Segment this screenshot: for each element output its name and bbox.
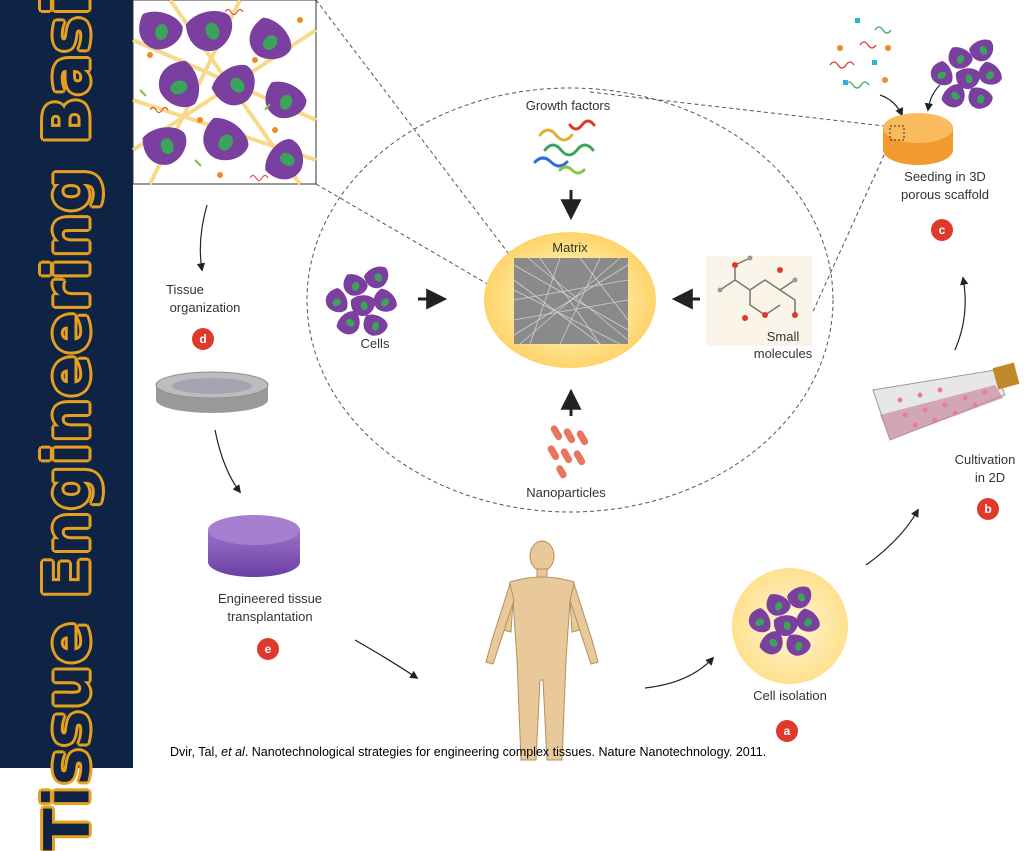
cells-input: Cells [322, 262, 448, 351]
step-b-label-2: in 2D [975, 470, 1005, 485]
growth-factor-icons [829, 18, 892, 89]
step-c-label-2: porous scaffold [901, 187, 989, 202]
petri-dish [155, 371, 269, 413]
cells-label: Cells [361, 336, 390, 351]
step-e-label-2: transplantation [227, 609, 312, 624]
nanoparticles-icon [547, 425, 589, 479]
step-d-label-2: organization [170, 300, 241, 315]
step-e-badge-letter: e [265, 642, 272, 656]
protein-icon [533, 119, 596, 175]
step-a-label: Cell isolation [753, 688, 827, 703]
step-c-label-1: Seeding in 3D [904, 169, 986, 184]
sidebar: Tissue Engineering Basics [0, 0, 133, 851]
growth-factors: Growth factors [526, 98, 611, 221]
step-d-badge [192, 328, 214, 350]
step-b-cultivation: Cultivation in 2D b [872, 362, 1020, 520]
zoom-lines [315, 0, 894, 341]
step-e-engineered-tissue: Engineered tissue transplantation e [208, 515, 322, 660]
step-b-badge [977, 498, 999, 520]
citation-authors: Dvir, Tal, [170, 745, 222, 759]
step-b-badge-letter: b [984, 502, 991, 516]
nanoparticles: Nanoparticles [526, 388, 606, 500]
central-ellipse [306, 87, 834, 513]
step-c-seeding: Seeding in 3D porous scaffold c [829, 18, 1006, 241]
culture-flask [872, 362, 1020, 441]
3d-scaffold-disk [883, 113, 953, 165]
citation-rest: . Nanotechnological strategies for engin… [244, 745, 767, 759]
step-e-badge [257, 638, 279, 660]
growth-factors-label: Growth factors [526, 98, 611, 113]
step-b-label-1: Cultivation [955, 452, 1016, 467]
small-molecules-label-1: Small [767, 329, 800, 344]
small-molecules: Small molecules [671, 255, 813, 361]
step-d-tissue-organization: Tissue organization d [155, 282, 269, 413]
matrix: Matrix [484, 232, 656, 368]
matrix-label: Matrix [552, 240, 588, 255]
tissue-engineering-diagram: Matrix Growth factors Cells [131, 0, 1020, 761]
citation-etal: et al [221, 745, 245, 759]
human-figure [485, 540, 599, 761]
step-d-label-1: Tissue [166, 282, 204, 297]
step-d-badge-letter: d [199, 332, 206, 346]
step-c-badge [931, 219, 953, 241]
step-a-badge-letter: a [784, 724, 791, 738]
small-molecules-label-2: molecules [754, 346, 813, 361]
scaffold-zoom-inset [131, 0, 318, 187]
nanoparticles-label: Nanoparticles [526, 485, 606, 500]
step-a-cell-isolation: Cell isolation a [732, 568, 848, 742]
tissue-disk [208, 515, 300, 577]
step-c-badge-letter: c [939, 223, 946, 237]
step-e-label-1: Engineered tissue [218, 591, 322, 606]
step-a-badge [776, 720, 798, 742]
citation: Dvir, Tal, et al. Nanotechnological stra… [170, 745, 766, 759]
